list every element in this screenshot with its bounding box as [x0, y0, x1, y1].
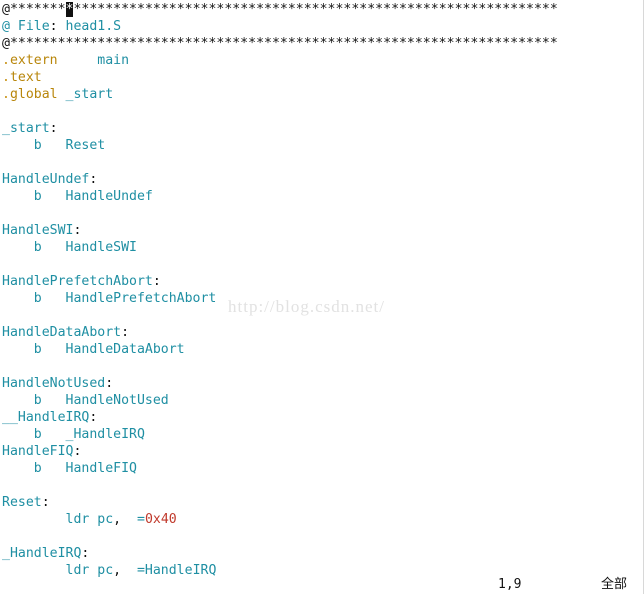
- code-line[interactable]: HandleNotUsed:: [2, 375, 113, 392]
- code-line[interactable]: __HandleIRQ:: [2, 409, 97, 426]
- code-token: :: [49, 121, 58, 136]
- code-token: =HandleIRQ: [121, 563, 217, 578]
- code-token: ldr pc: [2, 512, 114, 527]
- code-token: ,: [113, 563, 122, 578]
- code-line[interactable]: .extern main: [2, 52, 129, 69]
- code-token: :: [105, 376, 114, 391]
- code-line[interactable]: _HandleIRQ:: [2, 545, 89, 562]
- code-line[interactable]: Reset:: [2, 494, 50, 511]
- code-token: b HandleSWI: [2, 240, 137, 255]
- code-line[interactable]: b HandleFIQ: [2, 460, 137, 477]
- code-token: :: [81, 546, 90, 561]
- code-line[interactable]: @ File: head1.S: [2, 18, 121, 35]
- code-line[interactable]: b HandleNotUsed: [2, 392, 169, 409]
- code-token: :: [49, 19, 58, 34]
- code-token: extern: [9, 53, 58, 68]
- code-token: :: [41, 495, 50, 510]
- code-token: b Reset: [2, 138, 106, 153]
- code-token: HandleDataAbort: [2, 325, 122, 340]
- code-token: _start: [57, 87, 114, 102]
- code-token: :: [89, 172, 98, 187]
- code-line[interactable]: ldr pc, =0x40: [2, 511, 177, 528]
- code-line[interactable]: b Reset: [2, 137, 105, 154]
- code-line[interactable]: ldr pc, =HandleIRQ: [2, 562, 217, 579]
- code-line[interactable]: b _HandleIRQ: [2, 426, 145, 443]
- code-token: b HandlePrefetchAbort: [2, 291, 217, 306]
- code-token: Reset: [2, 495, 42, 510]
- code-token: b HandleNotUsed: [2, 393, 169, 408]
- code-token: .: [2, 87, 10, 102]
- code-token: HandlePrefetchAbort: [2, 274, 153, 289]
- code-token: b HandleFIQ: [2, 461, 137, 476]
- scroll-indicator: 全部: [601, 577, 628, 592]
- code-token: @ File: [2, 19, 50, 34]
- code-line[interactable]: HandleFIQ:: [2, 443, 81, 460]
- code-token: :: [73, 444, 82, 459]
- code-token: head1.S: [57, 19, 122, 34]
- code-token: ,: [113, 512, 122, 527]
- code-line[interactable]: b HandleDataAbort: [2, 341, 185, 358]
- code-token: __HandleIRQ: [2, 410, 90, 425]
- code-token: .: [2, 70, 10, 85]
- code-token: @***************************************…: [2, 36, 558, 51]
- cursor-position: 1,9: [498, 577, 522, 592]
- code-line[interactable]: HandleSWI:: [2, 222, 81, 239]
- code-token: main: [57, 53, 130, 68]
- code-token: .: [2, 53, 10, 68]
- code-token: ****************************************…: [73, 2, 558, 17]
- code-token: b HandleDataAbort: [2, 342, 185, 357]
- code-token: _HandleIRQ: [2, 546, 82, 561]
- code-token: text: [9, 70, 42, 85]
- code-token: ldr pc: [2, 563, 114, 578]
- code-token: :: [73, 223, 82, 238]
- code-token: HandleSWI: [2, 223, 74, 238]
- code-token: :: [121, 325, 130, 340]
- code-token: b HandleUndef: [2, 189, 153, 204]
- code-token: b _HandleIRQ: [2, 427, 145, 442]
- code-line[interactable]: @***************************************…: [2, 35, 558, 52]
- code-token: =: [121, 512, 145, 527]
- code-line[interactable]: .global _start: [2, 86, 113, 103]
- watermark: http://blog.csdn.net/: [228, 297, 385, 316]
- code-line[interactable]: HandleUndef:: [2, 171, 97, 188]
- code-line[interactable]: HandleDataAbort:: [2, 324, 129, 341]
- status-line: 1,9 全部: [0, 576, 643, 594]
- code-line[interactable]: b HandleSWI: [2, 239, 137, 256]
- code-line[interactable]: @***************************************…: [2, 1, 558, 18]
- code-token: HandleUndef: [2, 172, 90, 187]
- code-token: :: [152, 274, 161, 289]
- code-line[interactable]: HandlePrefetchAbort:: [2, 273, 161, 290]
- code-token: HandleFIQ: [2, 444, 74, 459]
- text-cursor: *: [65, 2, 74, 17]
- code-line[interactable]: .text: [2, 69, 42, 86]
- code-token: :: [89, 410, 98, 425]
- code-line[interactable]: _start:: [2, 120, 58, 137]
- code-token: _start: [2, 121, 50, 136]
- code-token: 0x40: [144, 512, 177, 527]
- code-token: global: [9, 87, 58, 102]
- code-token: @*******: [2, 2, 66, 17]
- code-line[interactable]: b HandleUndef: [2, 188, 153, 205]
- code-token: HandleNotUsed: [2, 376, 106, 391]
- code-line[interactable]: b HandlePrefetchAbort: [2, 290, 217, 307]
